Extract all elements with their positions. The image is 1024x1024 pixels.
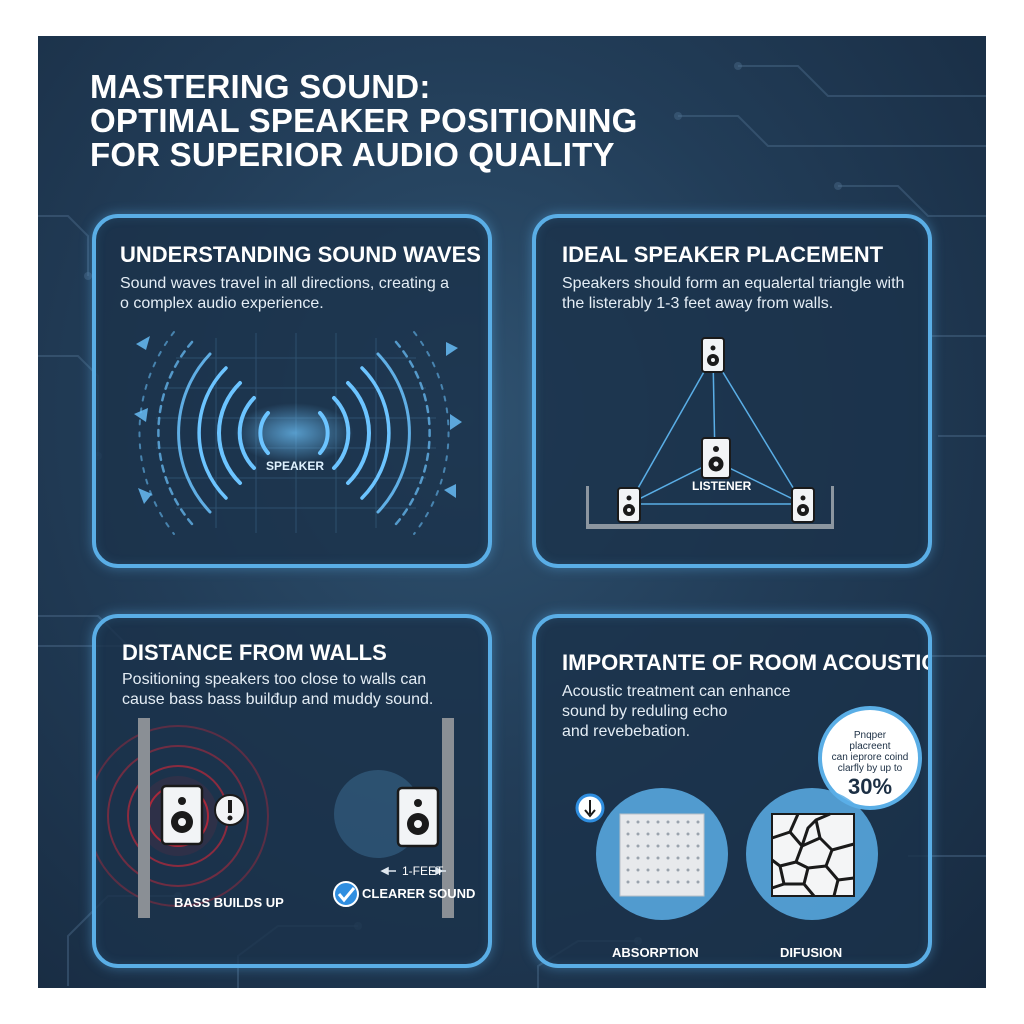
panel-heading: IMPORTANTE OF ROOM ACOUSTICS	[562, 650, 932, 675]
triangle-diagram	[586, 337, 834, 529]
panel-heading: IDEAL SPEAKER PLACEMENT	[562, 242, 884, 267]
diffusion-label: DIFUSION	[780, 945, 843, 960]
title-line-3: FOR SUPERIOR AUDIO QUALITY	[90, 136, 615, 173]
panel-description: Sound waves travel in all directions, cr…	[120, 275, 450, 312]
absorption-label: ABSORPTION	[612, 945, 699, 960]
speaker-icon-left	[617, 487, 641, 523]
down-arrow-icon	[575, 793, 605, 823]
panel-heading: DISTANCE FROM WALLS	[122, 640, 387, 665]
panel-description: Speakers should form an equalertal trian…	[562, 275, 905, 312]
bass-builds-label: BASS BUILDS UP	[174, 895, 284, 910]
panel-distance-walls: DISTANCE FROM WALLS Positioning speakers…	[92, 614, 492, 968]
sound-wave-diagram	[134, 331, 462, 535]
panel-heading: UNDERSTANDING SOUND WAVES	[120, 242, 481, 267]
speaker-icon-top	[701, 337, 725, 373]
title-line-1: MASTERING SOUND:	[90, 68, 431, 105]
infographic-poster: MASTERING SOUND: OPTIMAL SPEAKER POSITIO…	[38, 36, 986, 988]
acoustic-treatment-diagram	[575, 788, 878, 920]
speaker-icon-center	[701, 437, 731, 479]
listener-label: LISTENER	[692, 479, 752, 493]
warning-icon	[214, 794, 246, 826]
check-icon	[333, 881, 359, 907]
diffusion-panel-icon	[771, 812, 855, 897]
panel-sound-waves: UNDERSTANDING SOUND WAVES Sound waves tr…	[92, 214, 492, 568]
panel-description: Positioning speakers too close to walls …	[122, 671, 434, 708]
panel-description: Acoustic treatment can enhance sound by …	[562, 683, 791, 740]
distance-label: 1-FEET	[402, 864, 444, 878]
absorption-panel-icon	[619, 813, 705, 897]
clearer-sound-label: CLEARER SOUND	[362, 886, 476, 901]
title-line-2: OPTIMAL SPEAKER POSITIONING	[90, 102, 638, 139]
speaker-icon-right	[791, 487, 815, 523]
speaker-label: SPEAKER	[266, 459, 325, 473]
panel-room-acoustics: IMPORTANTE OF ROOM ACOUSTICS Acoustic tr…	[532, 614, 932, 968]
panel-speaker-placement: IDEAL SPEAKER PLACEMENT Speakers should …	[532, 214, 932, 568]
badge-value: 30%	[847, 774, 893, 799]
wall-distance-diagram	[96, 718, 454, 918]
speaker-icon-near-wall	[160, 784, 204, 846]
speaker-icon-away-from-wall	[396, 786, 440, 848]
